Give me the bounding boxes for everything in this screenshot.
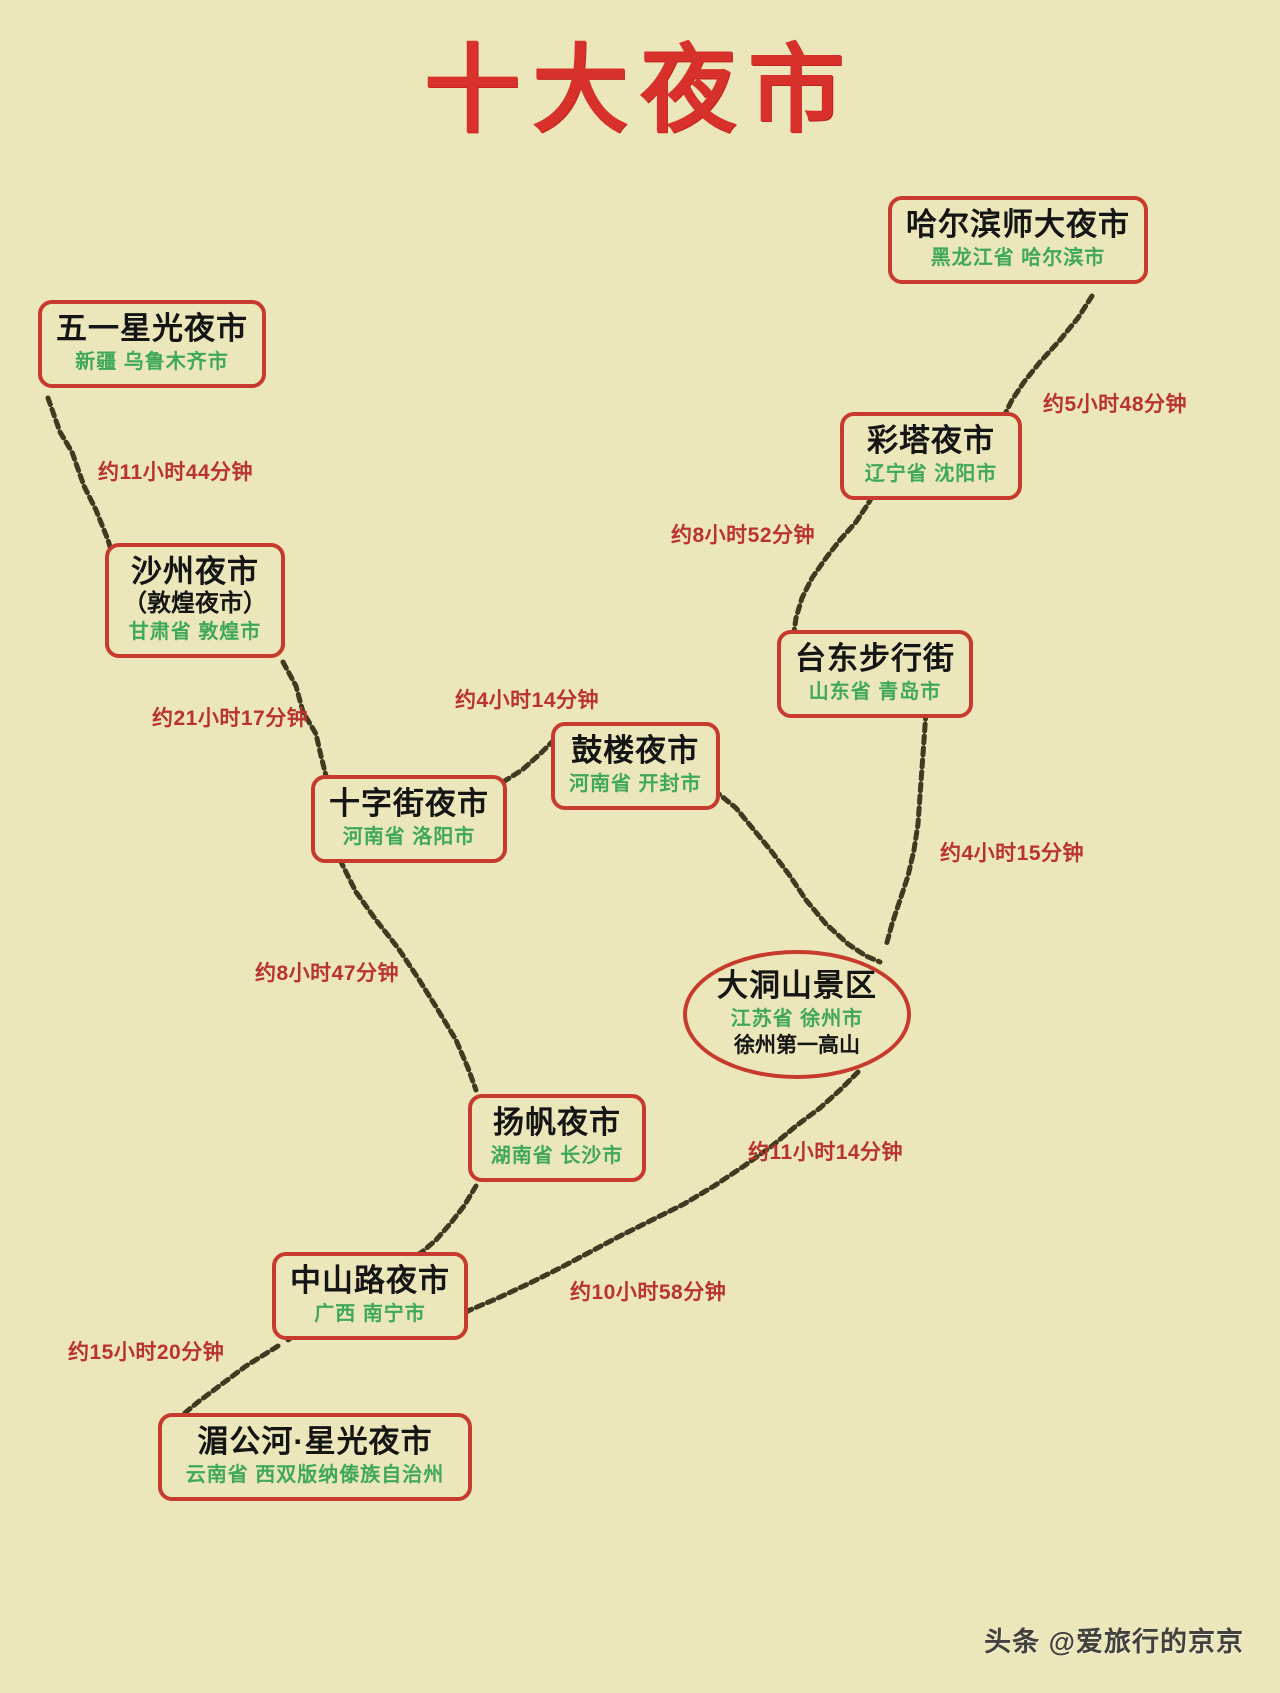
node-title: 扬帆夜市 [493,1105,621,1140]
node-xishuangbanna[interactable]: 湄公河·星光夜市 云南省 西双版纳傣族自治州 [158,1413,472,1501]
node-title: 中山路夜市 [290,1263,450,1298]
node-title: 十字街夜市 [329,786,489,821]
node-note: 徐州第一高山 [734,1033,860,1057]
node-location: 河南省 洛阳市 [342,825,476,848]
node-xuzhou[interactable]: 大洞山景区 江苏省 徐州市 徐州第一高山 [683,950,911,1079]
duration-harbin-shenyang: 约5小时48分钟 [1043,393,1188,416]
node-title: 哈尔滨师大夜市 [906,207,1130,242]
node-title: 彩塔夜市 [867,423,995,458]
node-location: 黑龙江省 哈尔滨市 [930,246,1106,269]
node-shenyang[interactable]: 彩塔夜市 辽宁省 沈阳市 [840,412,1022,500]
node-wulumuqi[interactable]: 五一星光夜市 新疆 乌鲁木齐市 [38,300,266,388]
node-location: 云南省 西双版纳傣族自治州 [185,1463,445,1486]
node-dunhuang[interactable]: 沙州夜市 （敦煌夜市） 甘肃省 敦煌市 [105,543,285,659]
node-title: 沙州夜市 [131,554,259,589]
duration-wulumuqi-dunhuang: 约11小时44分钟 [98,461,254,484]
node-kaifeng[interactable]: 鼓楼夜市 河南省 开封市 [551,722,720,810]
node-location: 河南省 开封市 [569,772,702,795]
route-shenyang-qingdao [791,483,881,635]
node-location: 新疆 乌鲁木齐市 [75,350,229,373]
node-luoyang[interactable]: 十字街夜市 河南省 洛阳市 [311,775,507,863]
node-qingdao[interactable]: 台东步行街 山东省 青岛市 [777,630,973,718]
duration-luoyang-changsha: 约8小时47分钟 [255,962,400,985]
route-kaifeng-xuzhou [711,787,883,965]
node-title: 台东步行街 [795,641,955,676]
page-title: 十大夜市 [424,37,856,144]
node-location: 江苏省 徐州市 [730,1007,864,1030]
node-nanning[interactable]: 中山路夜市 广西 南宁市 [272,1252,468,1340]
node-harbin[interactable]: 哈尔滨师大夜市 黑龙江省 哈尔滨市 [888,196,1148,284]
node-location: 广西 南宁市 [314,1302,426,1325]
node-title: 湄公河·星光夜市 [197,1424,433,1459]
node-alt-name: （敦煌夜市） [123,589,267,617]
watermark: 头条 @爱旅行的京京 [984,1627,1244,1657]
node-title: 大洞山景区 [717,968,877,1003]
route-qingdao-xuzhou [883,709,929,949]
node-location: 甘肃省 敦煌市 [128,621,262,644]
node-title: 鼓楼夜市 [571,733,700,768]
duration-nanning-route: 约10小时58分钟 [570,1281,727,1304]
node-title: 五一星光夜市 [56,311,248,346]
node-location: 辽宁省 沈阳市 [864,462,998,485]
node-changsha[interactable]: 扬帆夜市 湖南省 长沙市 [468,1094,646,1182]
duration-xuzhou-nanning: 约11小时14分钟 [748,1141,904,1164]
duration-qingdao-xuzhou: 约4小时15分钟 [940,842,1085,865]
node-location: 湖南省 长沙市 [490,1144,624,1167]
duration-shenyang-qingdao: 约8小时52分钟 [671,524,816,547]
duration-dunhuang-luoyang: 约21小时17分钟 [152,707,309,730]
duration-nanning-xishuangbanna: 约15小时20分钟 [68,1341,225,1364]
node-location: 山东省 青岛市 [808,680,942,703]
duration-luoyang-kaifeng: 约4小时14分钟 [455,689,600,712]
